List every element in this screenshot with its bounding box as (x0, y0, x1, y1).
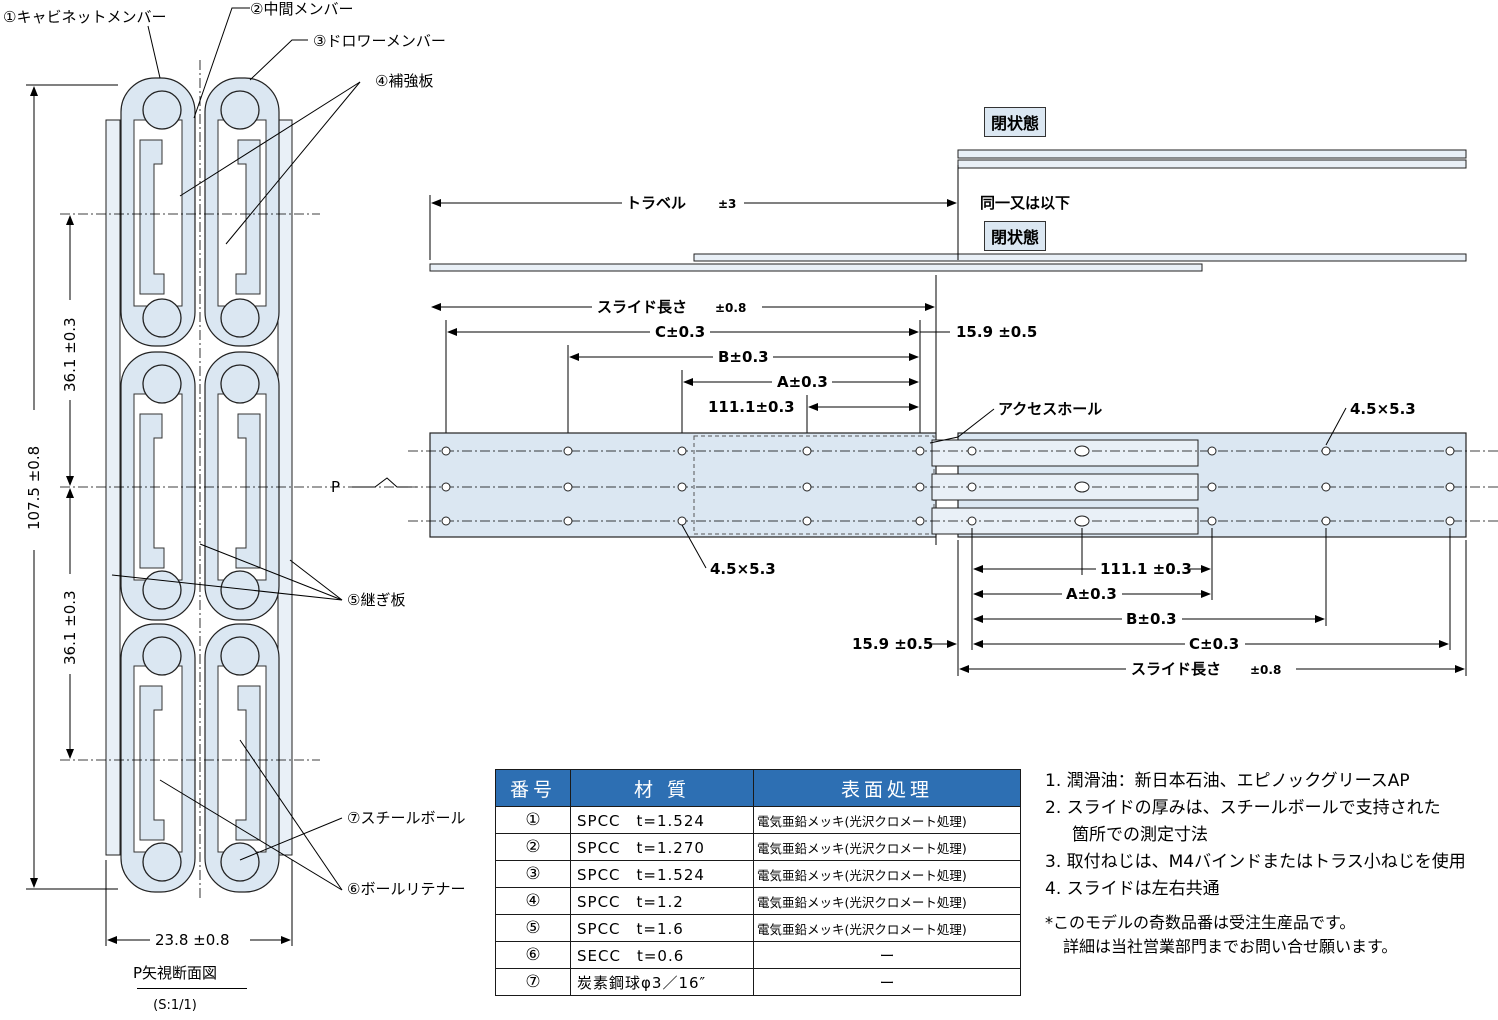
steel-balls (142, 90, 260, 882)
notes-block: 1. 潤滑油：新日本石油、エピノックグリースAP 2. スライドの厚みは、スチー… (1045, 768, 1495, 959)
pitch-lower-label: 36.1 ±0.3 (61, 590, 79, 665)
c-dim-top-label: C±0.3 (655, 323, 705, 341)
label-steel-ball: ⑦スチールボール (347, 809, 465, 827)
row-number: ⑥ (495, 941, 571, 969)
material-spec-table: 番号 材 質 表面処理 ① SPCC t=1.524 電気亜鉛メッキ(光沢クロメ… (495, 769, 1021, 996)
offset-bottom-label: 15.9 ±0.5 (852, 635, 933, 653)
row-number: ⑤ (495, 914, 571, 942)
pitch-upper-label: 36.1 ±0.3 (61, 317, 79, 392)
header-number: 番号 (495, 769, 571, 807)
slide-length-bottom-tol: ±0.8 (1250, 663, 1281, 677)
slot-bottom-left-label: 4.5×5.3 (710, 560, 776, 578)
row-finish: ー (753, 968, 1021, 996)
note-contact-info: 詳細は当社営業部門までお問い合せ願います。 (1063, 937, 1398, 956)
row-material: SPCC t=1.270 (570, 833, 754, 861)
a-dim-top-label: A±0.3 (777, 373, 828, 391)
slide-length-top-tol: ±0.8 (715, 301, 746, 315)
table-header-row: 番号 材 質 表面処理 (495, 769, 1021, 807)
row-number: ① (495, 806, 571, 834)
joint-plate-right (277, 119, 293, 856)
note-2-continued: 箇所での測定寸法 (1072, 825, 1208, 845)
slot-top-right-label: 4.5×5.3 (1350, 400, 1416, 418)
pitch-top-label: 111.1±0.3 (708, 398, 795, 416)
row-finish: 電気亜鉛メッキ(光沢クロメート処理) (753, 914, 1021, 942)
row-material: SECC t=0.6 (570, 941, 754, 969)
row-material: SPCC t=1.2 (570, 887, 754, 915)
label-drawer-member: ③ドロワーメンバー (313, 32, 446, 50)
row-number: ④ (495, 887, 571, 915)
table-row: ⑦ 炭素鋼球φ3／16″ ー (495, 968, 1021, 996)
table-row: ④ SPCC t=1.2 電気亜鉛メッキ(光沢クロメート処理) (495, 887, 1021, 915)
row-number: ⑦ (495, 968, 571, 996)
note-4: 4. スライドは左右共通 (1045, 879, 1220, 899)
row-material: 炭素鋼球φ3／16″ (570, 968, 754, 996)
a-dim-bottom-label: A±0.3 (1066, 585, 1117, 603)
note-order-info: *このモデルの奇数品番は受注生産品です。 (1045, 913, 1356, 932)
row-number: ③ (495, 860, 571, 888)
same-or-less-label: 同一又は以下 (980, 194, 1070, 212)
offset-top-label: 15.9 ±0.5 (956, 323, 1037, 341)
rail-module-3 (120, 623, 280, 893)
row-number: ② (495, 833, 571, 861)
joint-plate-left (105, 119, 121, 856)
row-material: SPCC t=1.524 (570, 860, 754, 888)
travel-label: トラベル (626, 194, 686, 212)
height-dim-label: 107.5 ±0.8 (25, 446, 43, 530)
label-ball-retainer: ⑥ボールリテナー (347, 880, 465, 898)
section-view-title: P矢視断面図 (132, 964, 218, 982)
pitch-bottom-label: 111.1 ±0.3 (1100, 560, 1192, 578)
closed-state-badge-top: 閉状態 (984, 107, 1047, 137)
table-row: ⑤ SPCC t=1.6 電気亜鉛メッキ(光沢クロメート処理) (495, 914, 1021, 942)
header-material: 材 質 (570, 769, 754, 807)
width-dim-label: 23.8 ±0.8 (155, 931, 230, 949)
row-material: SPCC t=1.6 (570, 914, 754, 942)
slide-length-bottom-label: スライド長さ (1131, 660, 1221, 678)
side-view: トラベル ±3 同一又は以下 スライド長さ ±0.8 C±0.3 15.9 ±0… (331, 149, 1498, 679)
b-dim-top-label: B±0.3 (718, 348, 769, 366)
label-intermediate-member: ②中間メンバー (250, 0, 353, 18)
label-cabinet-member: ①キャビネットメンバー (3, 8, 166, 26)
view-marker-p: P (331, 478, 340, 496)
row-finish: 電気亜鉛メッキ(光沢クロメート処理) (753, 860, 1021, 888)
row-finish: ー (753, 941, 1021, 969)
c-dim-bottom-label: C±0.3 (1189, 635, 1239, 653)
row-finish: 電気亜鉛メッキ(光沢クロメート処理) (753, 806, 1021, 834)
table-row: ③ SPCC t=1.524 電気亜鉛メッキ(光沢クロメート処理) (495, 860, 1021, 888)
row-finish: 電気亜鉛メッキ(光沢クロメート処理) (753, 833, 1021, 861)
label-reinforcement-plate: ④補強板 (375, 72, 433, 90)
section-title-rule (137, 988, 247, 989)
label-joint-plate: ⑤継ぎ板 (347, 591, 405, 609)
note-2: 2. スライドの厚みは、スチールボールで支持された (1045, 798, 1441, 818)
row-material: SPCC t=1.524 (570, 806, 754, 834)
mount-holes (441, 445, 1455, 527)
section-view-scale: (S:1/1) (153, 998, 197, 1013)
section-view: 107.5 ±0.8 36.1 ±0.3 36.1 ±0.3 23.8 ±0.8… (3, 0, 465, 950)
note-1: 1. 潤滑油：新日本石油、エピノックグリースAP (1045, 771, 1410, 791)
closed-state-badge-mid: 閉状態 (984, 221, 1047, 251)
table-row: ⑥ SECC t=0.6 ー (495, 941, 1021, 969)
table-row: ② SPCC t=1.270 電気亜鉛メッキ(光沢クロメート処理) (495, 833, 1021, 861)
note-3: 3. 取付ねじは、M4バインドまたはトラス小ねじを使用 (1045, 852, 1466, 872)
header-finish: 表面処理 (753, 769, 1021, 807)
b-dim-bottom-label: B±0.3 (1126, 610, 1177, 628)
access-hole-label: アクセスホール (998, 400, 1102, 418)
travel-tol: ±3 (718, 197, 736, 211)
slide-length-top-label: スライド長さ (597, 298, 687, 316)
row-finish: 電気亜鉛メッキ(光沢クロメート処理) (753, 887, 1021, 915)
table-row: ① SPCC t=1.524 電気亜鉛メッキ(光沢クロメート処理) (495, 806, 1021, 834)
